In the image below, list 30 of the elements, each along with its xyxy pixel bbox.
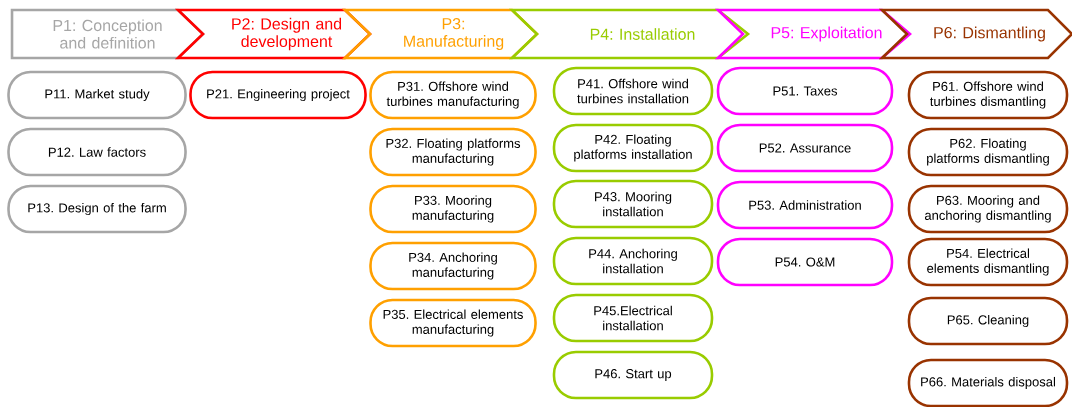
task-box: P63. Mooring and anchoring dismantling	[907, 184, 1069, 234]
task-box: P44. Anchoring installation	[552, 236, 714, 286]
task-box: P45.Electrical installation	[552, 293, 714, 343]
phase-header: P1: Conception and definition	[10, 8, 205, 60]
task-box: P66. Materials disposal	[907, 358, 1069, 407]
task-box: P53. Administration	[716, 180, 894, 230]
task-box: P54. O&M	[716, 237, 894, 287]
phase-header: P2: Design and development	[174, 8, 372, 60]
task-box: P12. Law factors	[7, 127, 187, 177]
task-box: P35. Electrical elements manufacturing	[369, 298, 537, 348]
task-box: P43. Mooring installation	[552, 179, 714, 229]
phase-header: P3: Manufacturing	[341, 8, 539, 60]
task-box: P33. Mooring manufacturing	[369, 184, 537, 234]
task-box: P61. Offshore wind turbines dismantling	[907, 70, 1069, 120]
phase-header: P5: Exploitation	[714, 8, 912, 60]
task-box: P13. Design of the farm	[7, 184, 187, 234]
task-box: P21. Engineering project	[189, 70, 367, 120]
task-box: P41. Offshore wind turbines installation	[552, 66, 714, 116]
task-box: P54. Electrical elements dismantling	[907, 237, 1069, 287]
task-box: P42. Floating platforms installation	[552, 123, 714, 173]
task-box: P31. Offshore wind turbines manufacturing	[369, 70, 537, 120]
task-box: P11. Market study	[7, 70, 187, 120]
task-box: P65. Cleaning	[907, 296, 1069, 346]
task-box: P52. Assurance	[716, 123, 894, 173]
task-box: P62. Floating platforms dismantling	[907, 127, 1069, 177]
task-box: P34. Anchoring manufacturing	[369, 241, 537, 291]
task-box: P46. Start up	[552, 350, 714, 400]
task-box: P51. Taxes	[716, 66, 894, 116]
task-box: P32. Floating platforms manufacturing	[369, 127, 537, 177]
phase-header: P4: Installation	[508, 8, 751, 60]
